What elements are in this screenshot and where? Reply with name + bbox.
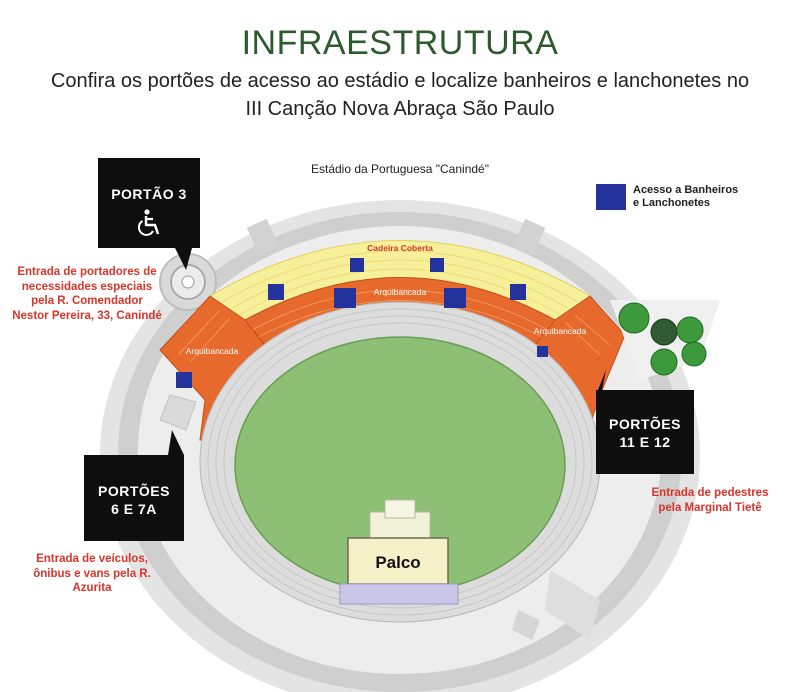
gate3-note: Entrada de portadores de necessidades es… [12,266,162,322]
gate67-callout: PORTÕES 6 E 7A [84,455,184,541]
gate67-pointer [168,430,184,455]
gate3-pointer [175,248,192,270]
amenity-marker [444,288,466,308]
page-subtitle-line2: III Canção Nova Abraça São Paulo [245,98,555,120]
stands-rows [177,289,611,363]
section-stands-top-label: Arquibancada [374,287,427,297]
gate67-note: Entrada de veículos, ônibus e vans pela … [33,553,151,594]
amenity-marker [510,284,526,300]
left-ramp [159,394,197,431]
stage-label: Palco [375,553,420,572]
gate3-ramp-core [181,275,195,289]
page-title: INFRAESTRUTURA [241,24,559,62]
venue-name: Estádio da Portuguesa "Canindé" [311,162,489,176]
structure-bottom-ramp [545,570,600,640]
amenity-marker [334,288,356,308]
trees-decoration [610,300,720,380]
stage-tower-top [384,499,416,519]
amenity-marker [176,372,192,388]
legend-line2: e Lanchonetes [633,197,711,209]
gate3-callout: PORTÃO 3 [98,158,200,248]
structure-top-right [512,218,546,256]
wheelchair-icon [137,209,160,236]
legend-line1: Acesso a Banheiros [633,184,739,196]
amenity-marker [537,346,548,357]
stage-floor [339,583,459,605]
legend-swatch [596,184,626,210]
gate1112-note: Entrada de pedestres pela Marginal Tietê [651,487,769,514]
stage [347,537,449,585]
gate67-line1: PORTÕES [98,483,170,499]
gate1112-line1: PORTÕES [609,416,681,432]
legend: Acesso a Banheiros e Lanchonetes [633,184,773,210]
amenity-marker [268,284,284,300]
structure-bottom-right [512,610,540,640]
gate1112-callout: PORTÕES 11 E 12 [596,390,694,474]
structure-top-left [246,218,280,256]
lower-seats-rows [207,308,593,616]
gate3-label: PORTÃO 3 [111,186,187,202]
gate67-line2: 6 E 7A [111,501,157,517]
amenity-marker [350,258,364,272]
section-stands-left-label: Arquibancada [186,346,239,356]
amenity-marker [430,258,444,272]
section-covered-label: Cadeira Coberta [367,243,433,253]
gate1112-line2: 11 E 12 [619,434,671,450]
section-stands-right-label: Arquibancada [534,326,587,336]
page-subtitle-line1: Confira os portões de acesso ao estádio … [50,70,750,92]
